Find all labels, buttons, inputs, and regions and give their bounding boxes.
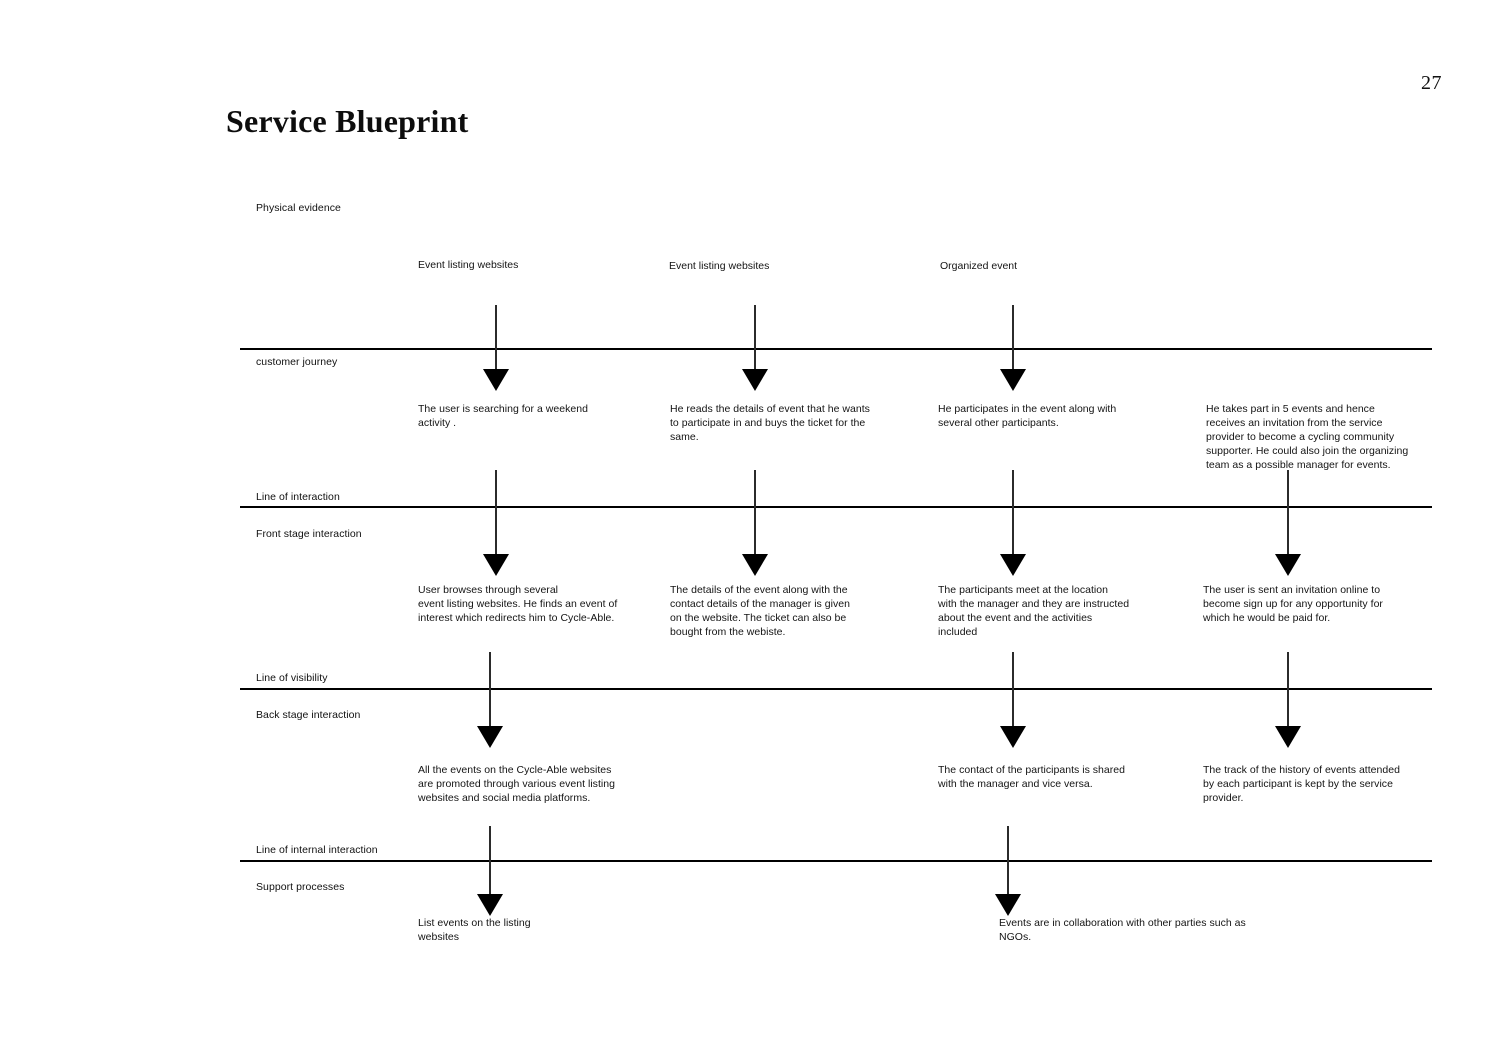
support-processes-item-1: List events on the listing websites	[418, 917, 531, 943]
arrow-down-frontstage-to-backstage-4	[1275, 652, 1301, 754]
customer-journey-item-4: He takes part in 5 events and hence rece…	[1206, 403, 1409, 471]
row-label-support-processes: Support processes	[256, 881, 345, 893]
front-stage-item-4: The user is sent an invitation online to…	[1203, 584, 1383, 624]
physical-evidence-item-1: Event listing websites	[418, 259, 519, 271]
front-stage-item-1: User browses through several event listi…	[418, 584, 618, 624]
row-label-line-of-interaction: Line of interaction	[256, 491, 340, 503]
page-title: Service Blueprint	[226, 103, 469, 139]
separator-line-of-internal-interaction	[240, 860, 1432, 862]
page-number: 27	[1421, 72, 1442, 94]
arrow-down-evidence-to-journey-3	[1000, 305, 1026, 393]
separator-line-of-interaction	[240, 506, 1432, 508]
back-stage-item-3: The track of the history of events atten…	[1203, 764, 1400, 804]
support-processes-item-2: Events are in collaboration with other p…	[999, 917, 1246, 943]
customer-journey-item-2: He reads the details of event that he wa…	[670, 403, 870, 443]
row-label-physical-evidence: Physical evidence	[256, 202, 341, 214]
row-label-customer-journey: customer journey	[256, 356, 338, 368]
separator-top-rule	[240, 348, 1432, 350]
front-stage-item-2: The details of the event along with the …	[670, 584, 850, 638]
arrow-down-frontstage-to-backstage-1	[477, 652, 503, 754]
arrow-down-journey-to-frontstage-3	[1000, 470, 1026, 580]
arrow-down-evidence-to-journey-2	[742, 305, 768, 393]
back-stage-item-1: All the events on the Cycle-Able website…	[418, 764, 615, 804]
arrow-down-journey-to-frontstage-4	[1275, 470, 1301, 580]
arrow-down-journey-to-frontstage-1	[483, 470, 509, 580]
front-stage-item-3: The participants meet at the location wi…	[938, 584, 1130, 638]
arrow-down-evidence-to-journey-1	[483, 305, 509, 393]
arrow-down-backstage-to-support-2	[995, 826, 1021, 922]
separator-line-of-visibility	[240, 688, 1432, 690]
row-label-back-stage-interaction: Back stage interaction	[256, 709, 361, 721]
row-label-line-of-internal-interaction: Line of internal interaction	[256, 844, 378, 856]
physical-evidence-item-2: Event listing websites	[669, 260, 770, 272]
customer-journey-item-1: The user is searching for a weekend acti…	[418, 403, 588, 429]
physical-evidence-item-3: Organized event	[940, 260, 1018, 272]
back-stage-item-2: The contact of the participants is share…	[938, 764, 1126, 790]
customer-journey-item-3: He participates in the event along with …	[938, 403, 1117, 429]
arrow-down-frontstage-to-backstage-3	[1000, 652, 1026, 754]
row-label-line-of-visibility: Line of visibility	[256, 672, 328, 684]
arrow-down-journey-to-frontstage-2	[742, 470, 768, 580]
row-label-front-stage-interaction: Front stage interaction	[256, 528, 362, 540]
arrow-down-backstage-to-support-1	[477, 826, 503, 922]
